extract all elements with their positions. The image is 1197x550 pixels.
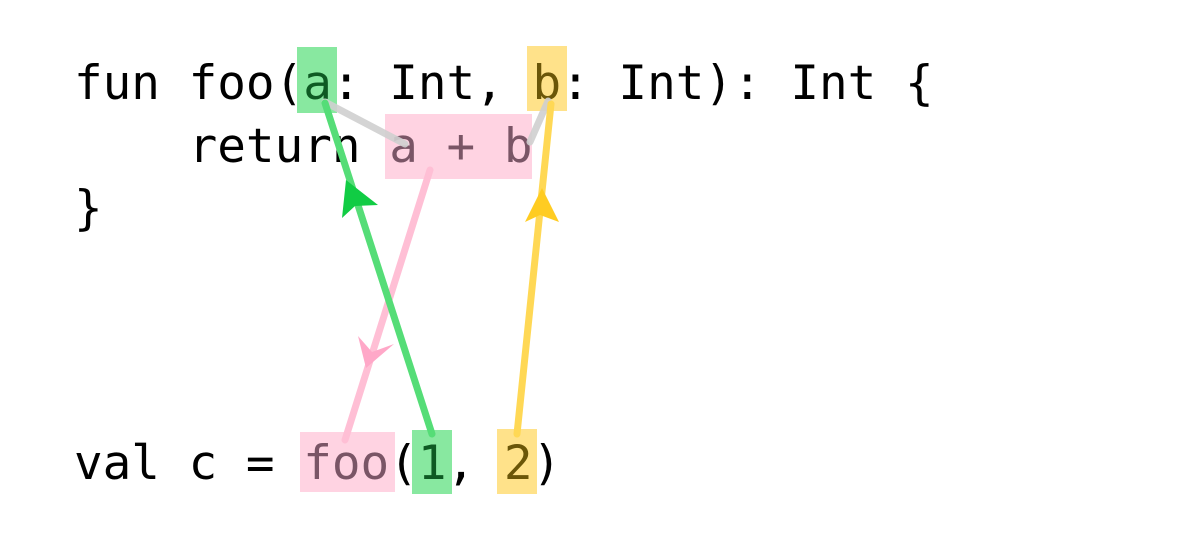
call-close-paren: ) bbox=[532, 436, 562, 491]
close-brace: } bbox=[74, 181, 103, 236]
sig-mid: : Int, bbox=[331, 56, 533, 111]
code-line-close-brace: } bbox=[74, 179, 103, 239]
code-line-function-signature: fun foo(a: Int, b: Int): Int { bbox=[74, 54, 934, 114]
call-separator: , bbox=[446, 436, 504, 491]
green-arrowhead-icon bbox=[342, 180, 378, 218]
call-open-paren: ( bbox=[389, 436, 418, 491]
return-expr-highlight bbox=[385, 114, 532, 179]
return-expression: a + b bbox=[389, 119, 533, 174]
arg1-highlight bbox=[412, 430, 452, 494]
code-line-call: val c = foo(1, 2) bbox=[74, 434, 561, 494]
call-arg-2: 2 bbox=[503, 436, 533, 491]
yellow-arrow-line bbox=[513, 100, 555, 438]
yellow-arrowhead-icon bbox=[525, 188, 559, 222]
gray-link-a bbox=[321, 98, 409, 148]
call-prefix: val c = bbox=[74, 436, 304, 491]
gray-link-b bbox=[526, 97, 552, 146]
call-function-name: foo bbox=[303, 436, 390, 491]
pink-arrowhead-icon bbox=[358, 336, 394, 368]
sig-prefix: fun foo( bbox=[74, 56, 304, 111]
code-line-return: return a + b bbox=[74, 117, 533, 177]
green-arrow-line bbox=[321, 99, 436, 438]
arg2-highlight bbox=[497, 429, 537, 494]
sig-suffix: : Int): Int { bbox=[561, 56, 934, 111]
call-arg-1: 1 bbox=[417, 436, 447, 491]
